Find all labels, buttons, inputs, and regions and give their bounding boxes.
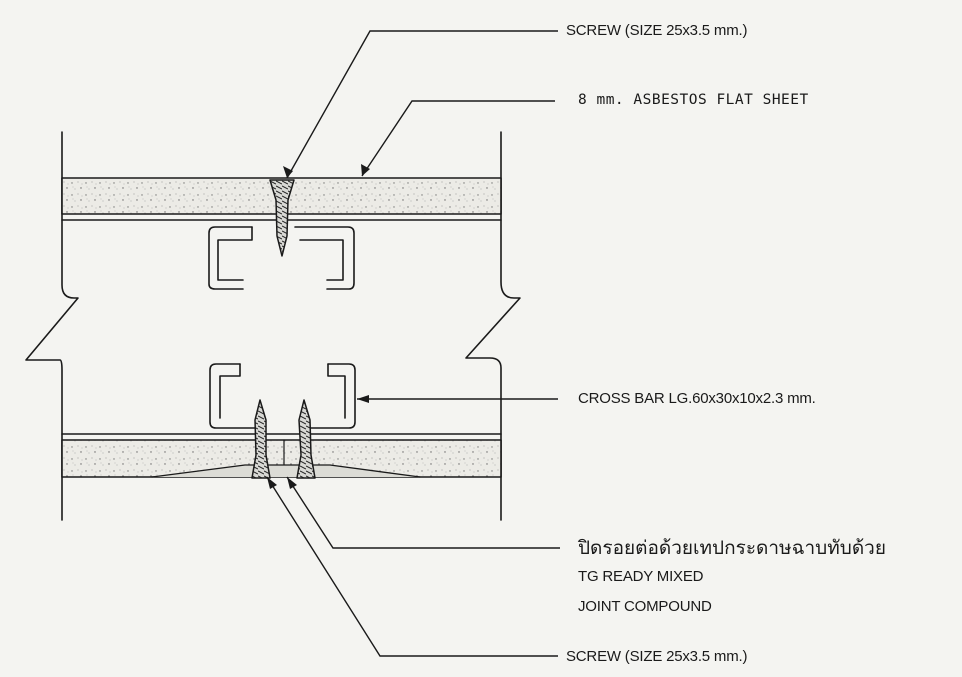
bottom-cross-bar-channel [209,363,356,429]
leader-screw-top [286,30,558,179]
label-cross-bar: CROSS BAR LG.60x30x10x2.3 mm. [578,390,816,407]
label-joint-line3: JOINT COMPOUND [578,598,712,615]
bottom-screw-left [251,399,271,479]
top-cross-bar-channel [208,226,355,290]
bottom-channel-inner-lip [219,363,346,419]
label-screw-bottom: SCREW (SIZE 25x3.5 mm.) [566,648,748,665]
label-asbestos-sheet: 8 mm. ASBESTOS FLAT SHEET [578,92,809,108]
arrowhead-screw-top [283,166,293,178]
top-channel-inner-lip [217,226,344,281]
label-screw-top: SCREW (SIZE 25x3.5 mm.) [566,22,748,39]
arrowhead-asbestos-sheet [361,164,370,176]
arrowhead-cross-bar [357,395,369,403]
joint-compound-layer [151,464,421,478]
right-break-line [465,131,521,521]
label-joint-thai: ปิดรอยต่อด้วยเทปกระดาษฉาบทับด้วย [578,537,886,559]
left-break-line [25,131,79,521]
leader-screw-bottom [266,476,558,657]
arrowhead-joint-compound [287,477,297,489]
bottom-screws [251,399,316,479]
leader-asbestos-sheet [361,100,555,177]
label-joint-line2: TG READY MIXED [578,568,704,585]
bottom-screw-right [296,399,316,479]
top-screw [269,179,295,257]
arrowhead-screw-bottom [267,477,277,489]
leader-joint-compound [286,476,560,549]
